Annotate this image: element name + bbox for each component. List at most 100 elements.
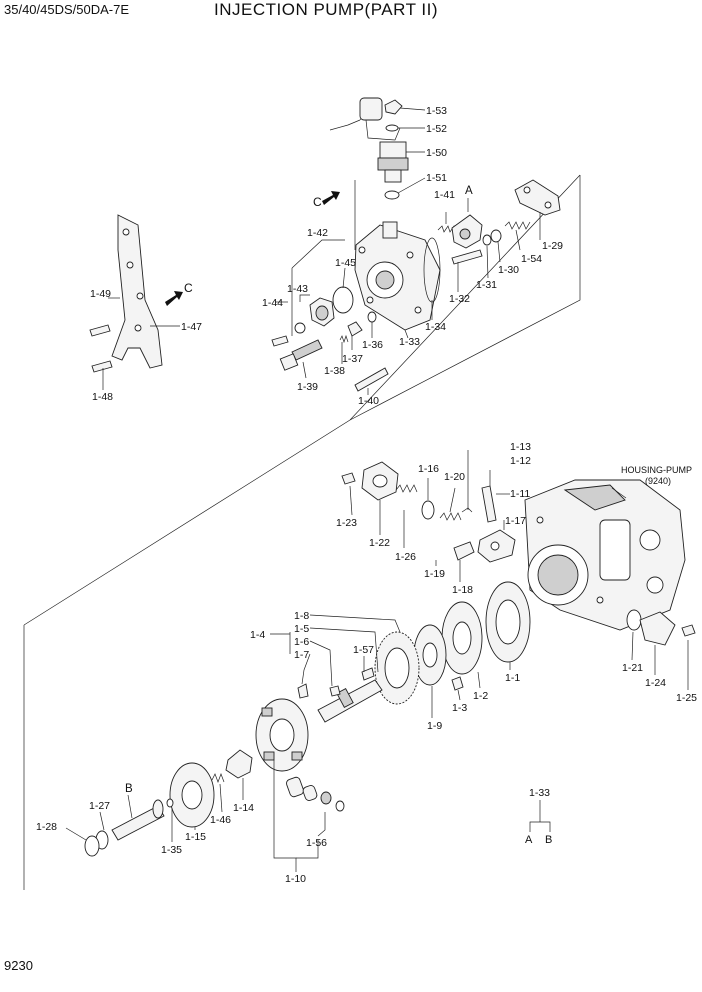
key-1-6 xyxy=(329,685,341,697)
cover-1-22 xyxy=(361,461,399,501)
callout-1-4: 1-4 xyxy=(250,629,265,641)
callout-1-38: 1-38 xyxy=(324,365,345,377)
plug-1-43 xyxy=(309,297,335,327)
washer-1-30 xyxy=(490,229,502,243)
callout-1-31: 1-31 xyxy=(476,279,497,291)
callout-1-46: 1-46 xyxy=(210,814,231,826)
callout-C-side: C xyxy=(184,281,193,295)
washer-1-44 xyxy=(294,322,306,334)
shaft-B-1-27 xyxy=(111,799,165,841)
callout-1-41: 1-41 xyxy=(434,189,455,201)
solenoid-thread xyxy=(377,157,409,171)
callout-A-top: A xyxy=(465,185,473,197)
washer-1-36 xyxy=(367,311,377,323)
callout-1-10: 1-10 xyxy=(285,873,306,885)
washer-1-35 xyxy=(166,798,174,808)
pin-1-13 xyxy=(461,507,473,513)
page-title: INJECTION PUMP(PART II) xyxy=(214,0,439,19)
callout-1-20: 1-20 xyxy=(444,471,465,483)
o-ring-1-21 xyxy=(626,609,642,631)
callout-1-40: 1-40 xyxy=(358,395,379,407)
coupling-1-14 xyxy=(225,749,253,779)
callout-1-11: 1-11 xyxy=(510,488,530,500)
callout-1-36: 1-36 xyxy=(362,339,383,351)
callout-1-22: 1-22 xyxy=(369,537,390,549)
key-1-57 xyxy=(361,667,375,681)
washer-1-31 xyxy=(482,234,492,246)
callout-1-42: 1-42 xyxy=(307,227,328,239)
spring-1-20 xyxy=(439,512,462,521)
callout-1-18: 1-18 xyxy=(452,584,473,596)
callout-1-51: 1-51 xyxy=(426,172,447,184)
callout-1-6: 1-6 xyxy=(294,636,309,648)
bolt-1-49 xyxy=(89,324,111,337)
cam-plate-1-1 xyxy=(485,581,531,663)
housing-pump-label: HOUSING-PUMP xyxy=(621,465,692,475)
screw-1-3 xyxy=(451,676,464,691)
callout-1-32: 1-32 xyxy=(449,293,470,305)
callout-1-14: 1-14 xyxy=(233,802,254,814)
callout-1-52: 1-52 xyxy=(426,123,447,135)
callout-1-43: 1-43 xyxy=(287,283,308,295)
callout-1-53: 1-53 xyxy=(426,105,447,117)
model-code: 35/40/45DS/50DA-7E xyxy=(4,2,130,17)
o-ring-1-16 xyxy=(421,500,435,520)
bolt-1-40 xyxy=(354,367,389,392)
spring-1-54 xyxy=(504,221,531,230)
callout-1-45: 1-45 xyxy=(335,257,356,269)
leader-lines xyxy=(65,107,689,872)
page-number: 9230 xyxy=(4,958,33,973)
callout-C-top: C xyxy=(313,195,322,209)
callout-1-9: 1-9 xyxy=(427,720,442,732)
timer-piston-A xyxy=(451,214,483,249)
bolt-1-23 xyxy=(341,472,356,485)
callout-1-5: 1-5 xyxy=(294,623,309,635)
callout-1-16: 1-16 xyxy=(418,463,439,475)
solenoid-cap xyxy=(359,97,383,121)
callout-1-25: 1-25 xyxy=(676,692,697,704)
nut-1-53 xyxy=(384,99,403,115)
callout-1-2: 1-2 xyxy=(473,690,488,702)
spring-1-38 xyxy=(339,334,349,344)
callout-1-12: 1-12 xyxy=(510,455,531,467)
o-ring-1-51 xyxy=(384,190,400,200)
callout-1-7: 1-7 xyxy=(294,649,309,661)
callout-1-37: 1-37 xyxy=(342,353,363,365)
callout-1-54: 1-54 xyxy=(521,253,542,265)
bracket-1-47 xyxy=(111,214,163,369)
callout-B-bottom: B xyxy=(125,783,133,795)
solenoid-tip xyxy=(384,169,402,183)
ref-callout-A: A xyxy=(525,834,533,846)
pin-1-32 xyxy=(451,249,483,265)
assembly-guide-lines xyxy=(23,174,581,890)
callout-1-1: 1-1 xyxy=(505,672,520,684)
housing-pump-ref: (9240) xyxy=(645,476,671,486)
shaft-1-11 xyxy=(481,485,497,523)
callout-1-24: 1-24 xyxy=(645,677,666,689)
key-1-7 xyxy=(297,683,309,699)
callout-1-29: 1-29 xyxy=(542,240,563,252)
plug-1-37 xyxy=(347,321,363,337)
solenoid-1-50 xyxy=(379,141,407,159)
ref-callout-B: B xyxy=(545,834,552,846)
callout-1-8: 1-8 xyxy=(294,610,309,622)
washer-1-28 xyxy=(84,835,100,857)
bolt-1-25 xyxy=(681,624,696,637)
pin-1-19 xyxy=(453,541,475,561)
drive-shaft-1-4 xyxy=(317,679,383,723)
distributor-head-1-33 xyxy=(354,221,441,331)
bolt-1-48 xyxy=(91,360,113,373)
callout-1-15: 1-15 xyxy=(185,831,206,843)
housing-pump xyxy=(524,479,686,631)
cover-1-29 xyxy=(514,179,561,216)
callout-1-26: 1-26 xyxy=(395,551,416,563)
disc-1-9 xyxy=(413,624,447,686)
callout-1-21: 1-21 xyxy=(622,662,643,674)
callout-1-28: 1-28 xyxy=(36,821,57,833)
callout-1-23: 1-23 xyxy=(336,517,357,529)
callout-1-49: 1-49 xyxy=(90,288,111,300)
callout-1-57: 1-57 xyxy=(353,644,374,656)
view-arrow-C-top xyxy=(322,191,340,205)
callout-labels: 1-53 1-52 1-50 1-51 1-41 A C 1-42 1-45 1… xyxy=(36,105,697,885)
